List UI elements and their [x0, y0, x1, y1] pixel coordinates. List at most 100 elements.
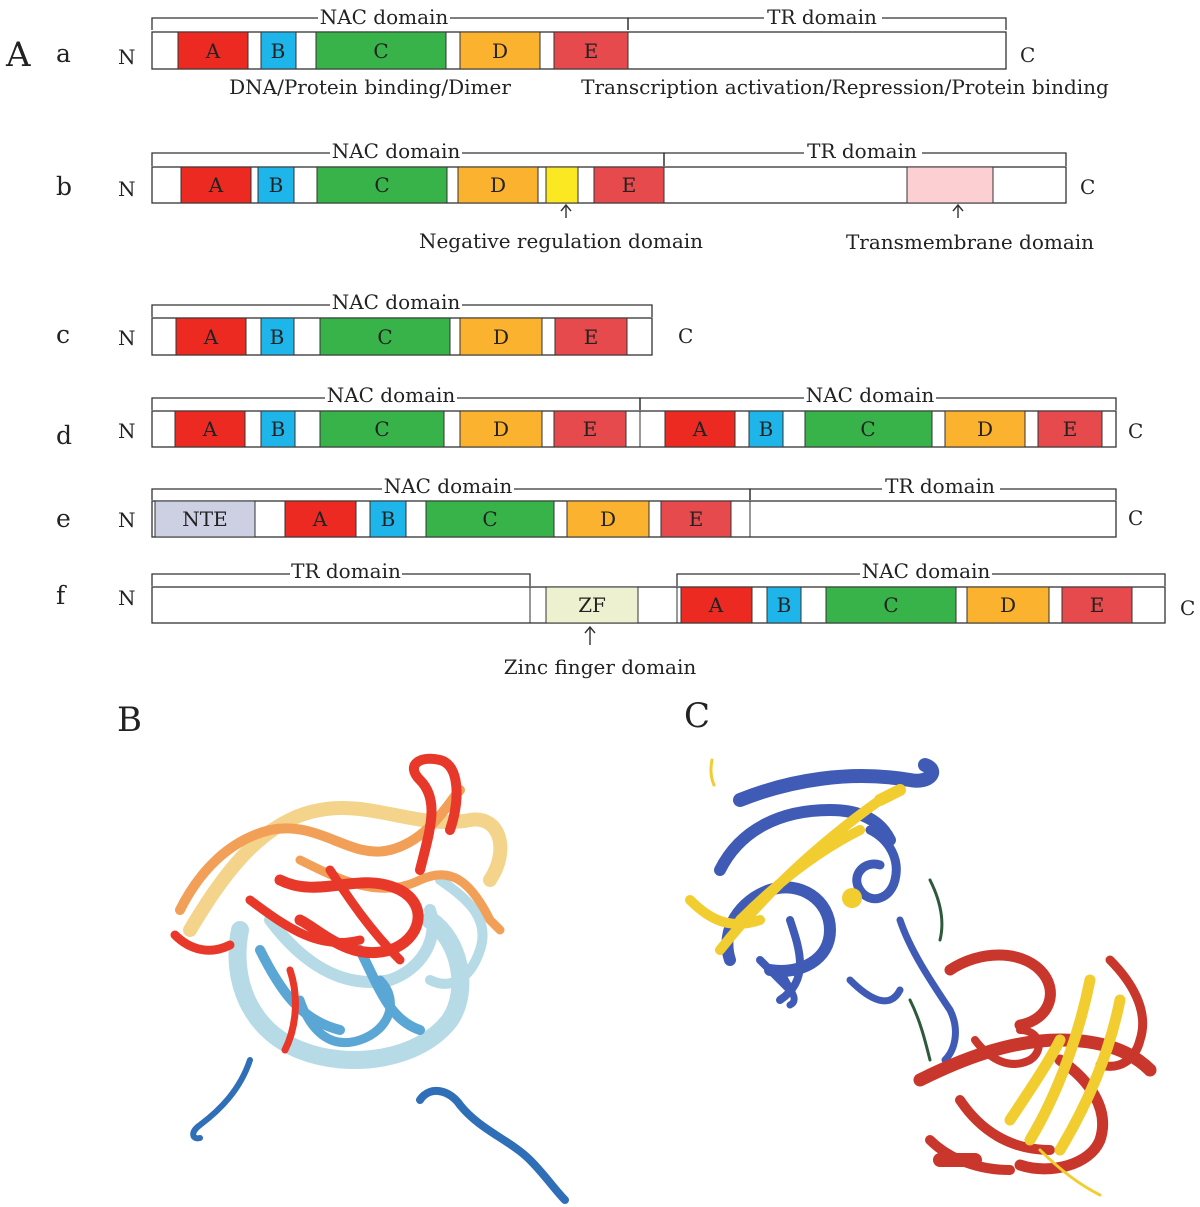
- row-letter: a: [56, 39, 71, 68]
- row-letter: b: [56, 172, 72, 201]
- protein-structure-c: [685, 758, 1157, 1197]
- segment-d: D: [457, 166, 539, 204]
- svg-text:E: E: [584, 325, 599, 349]
- segment-e: E: [660, 500, 732, 538]
- svg-text:B: B: [777, 593, 792, 617]
- row-letter: d: [56, 421, 72, 450]
- svg-text:A: A: [202, 417, 218, 441]
- n-terminus-label: N: [118, 586, 136, 610]
- arrow-icon: [584, 625, 596, 645]
- segment-c: C: [425, 500, 555, 538]
- svg-text:E: E: [622, 173, 637, 197]
- note-zinc-finger: Zinc finger domain: [504, 655, 697, 679]
- segment-b: B: [748, 410, 784, 448]
- c-terminus-label: C: [1080, 175, 1095, 199]
- c-terminus-label: C: [1180, 596, 1195, 620]
- svg-text:B: B: [271, 417, 286, 441]
- segment-d: D: [459, 410, 543, 448]
- svg-text:NTE: NTE: [182, 507, 227, 531]
- n-terminus-label: N: [118, 326, 136, 350]
- svg-text:B: B: [759, 417, 774, 441]
- segment-transmembrane: [906, 166, 994, 204]
- segment-e: E: [1061, 586, 1133, 624]
- svg-text:D: D: [493, 417, 509, 441]
- segment-b: B: [257, 166, 295, 204]
- segment-d: D: [459, 317, 543, 356]
- nac-domain-title: NAC domain: [332, 290, 461, 314]
- protein-structure-b: [170, 753, 569, 1204]
- note-binding: DNA/Protein binding/Dimer: [229, 75, 511, 99]
- svg-text:C: C: [374, 417, 389, 441]
- segment-d: D: [966, 586, 1050, 624]
- svg-text:C: C: [373, 39, 388, 63]
- nac-domain-title: NAC domain: [327, 383, 456, 407]
- svg-text:E: E: [584, 39, 599, 63]
- row-d: d N C NAC domain NAC domain A B C D E A …: [56, 383, 1143, 450]
- row-b: b N C NAC domain TR domain A B C D E Neg…: [56, 139, 1095, 254]
- row-f: f N C TR domain NAC domain ZF A B C D E …: [56, 559, 1195, 679]
- svg-text:E: E: [583, 417, 598, 441]
- tr-domain-title: TR domain: [291, 559, 401, 583]
- svg-text:A: A: [205, 39, 221, 63]
- segment-e: E: [553, 31, 629, 70]
- svg-text:B: B: [270, 325, 285, 349]
- svg-text:E: E: [689, 507, 704, 531]
- svg-text:C: C: [482, 507, 497, 531]
- note-transmembrane: Transmembrane domain: [846, 230, 1094, 254]
- segment-a: A: [177, 31, 249, 70]
- panel-label-b: B: [117, 700, 142, 740]
- c-terminus-label: C: [1128, 419, 1143, 443]
- svg-text:B: B: [381, 507, 396, 531]
- svg-text:D: D: [490, 173, 506, 197]
- segment-zinc-finger: ZF: [545, 586, 639, 624]
- segment-b: B: [260, 317, 295, 356]
- segment-a: A: [175, 317, 247, 356]
- row-letter: c: [56, 320, 70, 349]
- svg-text:B: B: [271, 39, 286, 63]
- svg-text:D: D: [1000, 593, 1016, 617]
- svg-text:D: D: [493, 325, 509, 349]
- segment-b: B: [260, 31, 297, 70]
- note-negative-regulation: Negative regulation domain: [419, 229, 703, 253]
- svg-text:C: C: [883, 593, 898, 617]
- segment-a: A: [680, 586, 753, 624]
- n-terminus-label: N: [118, 177, 136, 201]
- nac-domain-title: NAC domain: [806, 383, 935, 407]
- c-terminus-label: C: [678, 324, 693, 348]
- note-transcription: Transcription activation/Repression/Prot…: [581, 75, 1109, 99]
- svg-text:E: E: [1063, 417, 1078, 441]
- nac-domain-title: NAC domain: [384, 474, 513, 498]
- row-letter: e: [56, 504, 71, 533]
- n-terminus-label: N: [118, 419, 136, 443]
- c-terminus-label: C: [1020, 43, 1035, 67]
- segment-d: D: [459, 31, 541, 70]
- svg-text:A: A: [208, 173, 224, 197]
- segment-nte: NTE: [154, 500, 256, 538]
- segment-d: D: [944, 410, 1026, 448]
- c-terminus-label: C: [1128, 506, 1143, 530]
- segment-c: C: [804, 410, 933, 448]
- segment-d: D: [566, 500, 650, 538]
- panel-label-a: A: [5, 35, 31, 75]
- nac-domain-title: NAC domain: [332, 139, 461, 163]
- segment-negative-regulation: [545, 166, 579, 204]
- svg-text:A: A: [312, 507, 328, 531]
- segment-a: A: [180, 166, 252, 204]
- svg-text:A: A: [692, 417, 708, 441]
- segment-a: A: [664, 410, 736, 448]
- nac-domain-title: NAC domain: [862, 559, 991, 583]
- row-a: a N C NAC domain TR domain A B C D E DNA…: [56, 5, 1109, 99]
- segment-b: B: [766, 586, 802, 624]
- svg-text:A: A: [203, 325, 219, 349]
- segment-b: B: [260, 410, 296, 448]
- panel-label-c: C: [684, 696, 710, 736]
- segment-e: E: [553, 410, 627, 448]
- segment-c: C: [315, 31, 447, 70]
- n-terminus-label: N: [118, 508, 136, 532]
- row-e: e N C NAC domain TR domain NTE A B C D E: [56, 474, 1143, 538]
- svg-text:C: C: [860, 417, 875, 441]
- svg-text:C: C: [374, 173, 389, 197]
- segment-c: C: [316, 166, 448, 204]
- svg-text:D: D: [492, 39, 508, 63]
